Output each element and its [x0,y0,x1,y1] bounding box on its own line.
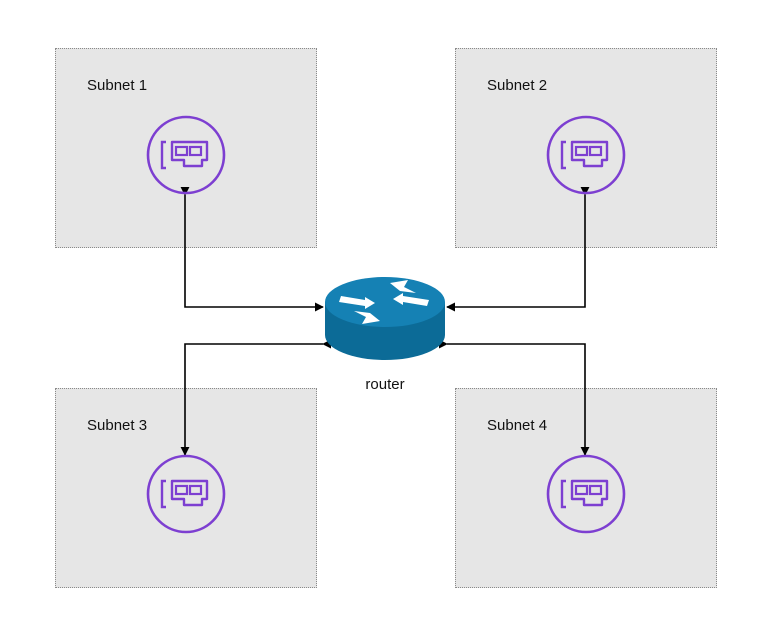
network-interface-card-icon[interactable] [546,454,626,534]
network-interface-card-icon[interactable] [546,115,626,195]
connector-router-subnet-3 [180,339,332,456]
router-icon[interactable] [325,277,445,360]
router-label: router [365,376,405,393]
network-interface-card-icon[interactable] [146,115,226,195]
subnet-2-label: Subnet 2 [487,77,548,94]
connector-router-subnet-1 [180,186,324,312]
subnet-1-label: Subnet 1 [87,77,148,94]
network-interface-card-icon[interactable] [146,454,226,534]
subnet-3-label: Subnet 3 [87,417,148,434]
connector-router-subnet-2 [446,186,590,312]
connector-router-subnet-4 [438,339,590,456]
